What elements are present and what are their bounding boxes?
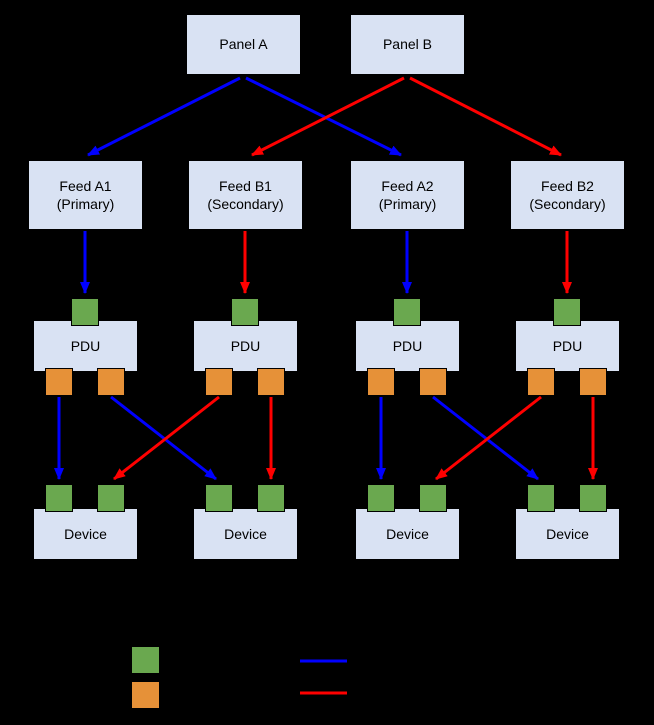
feed-a2-role: (Primary) xyxy=(378,196,437,212)
feed-b2-name: Feed B2 xyxy=(541,177,594,194)
feed-b1-name: Feed B1 xyxy=(219,177,272,194)
panel-b-box: Panel B xyxy=(350,14,465,75)
device-1-label: Device xyxy=(64,525,107,542)
pdu-2-output-square-2 xyxy=(257,368,285,396)
pdu-1-output-square-1 xyxy=(45,368,73,396)
device-2-label: Device xyxy=(224,525,267,542)
device-3-box: Device xyxy=(355,508,460,560)
pdu-3-input-square xyxy=(393,298,421,326)
device-1-box: Device xyxy=(33,508,138,560)
device-4-label: Device xyxy=(546,525,589,542)
legend-power-output-square xyxy=(131,681,160,709)
pdu-4-label: PDU xyxy=(552,337,583,354)
pdu-2-box: PDU xyxy=(193,320,298,372)
pdu-4-input-square xyxy=(553,298,581,326)
device-1-input-square-2 xyxy=(97,484,125,512)
pdu-1-label: PDU xyxy=(70,337,101,354)
legend-power-input-square xyxy=(131,646,160,674)
feed-b1-role: (Secondary) xyxy=(207,196,284,212)
arrow-panel-b-to-feed-b1 xyxy=(251,76,405,157)
pdu-3-label: PDU xyxy=(392,337,423,354)
panel-b-label: Panel B xyxy=(382,36,433,53)
pdu-4-box: PDU xyxy=(515,320,620,372)
device-3-input-square-1 xyxy=(367,484,395,512)
device-3-label: Device xyxy=(386,525,429,542)
device-4-input-square-2 xyxy=(579,484,607,512)
device-1-input-square-1 xyxy=(45,484,73,512)
feed-a2-box: Feed A2 (Primary) xyxy=(350,160,465,230)
pdu-2-input-square xyxy=(231,298,259,326)
device-4-input-square-1 xyxy=(527,484,555,512)
pdu-2-label: PDU xyxy=(230,337,261,354)
arrow-pdu-2-to-device-1 xyxy=(113,395,220,481)
pdu-4-output-square-2 xyxy=(579,368,607,396)
feed-b1-box: Feed B1 (Secondary) xyxy=(188,160,303,230)
pdu-4-output-square-1 xyxy=(527,368,555,396)
pdu-1-box: PDU xyxy=(33,320,138,372)
arrow-panel-a-to-feed-a2 xyxy=(245,76,402,157)
arrow-panel-a-to-feed-a1 xyxy=(87,76,241,157)
feed-a2-name: Feed A2 xyxy=(381,177,434,194)
panel-a-label: Panel A xyxy=(219,36,268,53)
pdu-2-output-square-1 xyxy=(205,368,233,396)
feed-b2-role: (Secondary) xyxy=(529,196,606,212)
device-2-box: Device xyxy=(193,508,298,560)
pdu-3-output-square-1 xyxy=(367,368,395,396)
feed-a1-name: Feed A1 xyxy=(59,177,112,194)
device-2-input-square-1 xyxy=(205,484,233,512)
device-3-input-square-2 xyxy=(419,484,447,512)
feed-b2-box: Feed B2 (Secondary) xyxy=(510,160,625,230)
arrow-pdu-4-to-device-3 xyxy=(435,395,542,481)
arrow-panel-b-to-feed-b2 xyxy=(409,76,562,157)
arrow-pdu-1-to-device-2 xyxy=(110,395,217,481)
feed-a1-box: Feed A1 (Primary) xyxy=(28,160,143,230)
device-4-box: Device xyxy=(515,508,620,560)
pdu-1-input-square xyxy=(71,298,99,326)
pdu-3-output-square-2 xyxy=(419,368,447,396)
device-2-input-square-2 xyxy=(257,484,285,512)
panel-a-box: Panel A xyxy=(186,14,301,75)
feed-a1-role: (Primary) xyxy=(56,196,115,212)
arrow-pdu-3-to-device-4 xyxy=(432,395,539,481)
pdu-3-box: PDU xyxy=(355,320,460,372)
pdu-1-output-square-2 xyxy=(97,368,125,396)
